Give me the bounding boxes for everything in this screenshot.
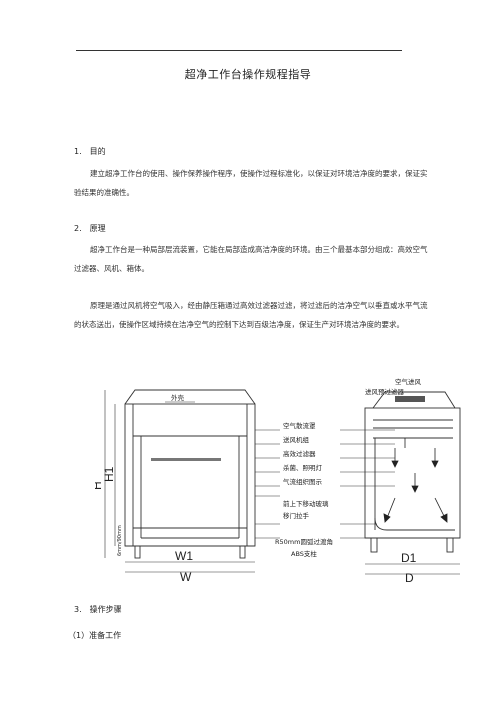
pre-filter-block: [395, 396, 425, 402]
side-leg-left: [370, 537, 378, 553]
label-lamp: 杀菌、照明灯: [283, 463, 323, 472]
label-hepa: 高效过滤器: [283, 449, 316, 458]
label-glass: 前上下移动玻璃: [283, 499, 329, 508]
document-title: 超净工作台操作规程指导: [184, 68, 312, 81]
front-leg-right: [239, 545, 246, 559]
dimension-h1: H1: [102, 466, 116, 482]
clean-bench-diagram: 外壳 空气进风 进风预过滤器 空气散流罩 送风机组 高效过滤器 杀菌、照明灯 气…: [95, 378, 461, 583]
section-heading-steps: 3. 操作步骤: [74, 605, 122, 614]
label-column: ABS支柱: [291, 549, 317, 558]
header-rule: [76, 50, 402, 51]
label-pre-filter: 进风预过滤器: [365, 387, 405, 396]
label-flow: 气流组织图示: [283, 477, 323, 486]
section-heading-purpose: 1. 目的: [74, 147, 106, 156]
front-cabinet-outline: [124, 403, 256, 547]
dimension-w1: W1: [175, 549, 193, 563]
paragraph-principle-2: 原理是通过风机将空气吸入，经由静压箱通过高效过滤器过滤，将过滤后的洁净空气以垂直…: [74, 301, 428, 329]
dimension-h: H: [95, 481, 104, 490]
label-air-hood: 空气散流罩: [283, 421, 316, 430]
dimension-d: D: [405, 571, 414, 583]
side-leg-right: [446, 537, 454, 553]
subsection-heading-preparation: （1）准备工作: [68, 631, 122, 640]
label-air-intake: 空气进风: [395, 378, 422, 386]
dimension-w: W: [180, 570, 192, 583]
front-leg-left: [134, 545, 141, 559]
label-handle: 移门拉手: [283, 511, 310, 520]
dimension-leg-height: 6mm/90mm: [117, 525, 123, 556]
section-heading-principle: 2. 原理: [74, 224, 106, 233]
label-fan: 送风机组: [283, 435, 310, 444]
label-shell: 外壳: [171, 393, 185, 402]
dimension-d1: D1: [401, 551, 417, 565]
paragraph-principle-1: 超净工作台是一种局部层流装置，它能在局部造成高洁净度的环境。由三个最基本部分组成…: [74, 245, 428, 273]
paragraph-purpose: 建立超净工作台的使用、操作保养操作程序，使操作过程标准化，以保证对环境洁净度的要…: [74, 169, 428, 197]
front-lamp-bar: [151, 458, 221, 461]
label-corner: R50mm圆弧过渡角: [275, 537, 333, 546]
